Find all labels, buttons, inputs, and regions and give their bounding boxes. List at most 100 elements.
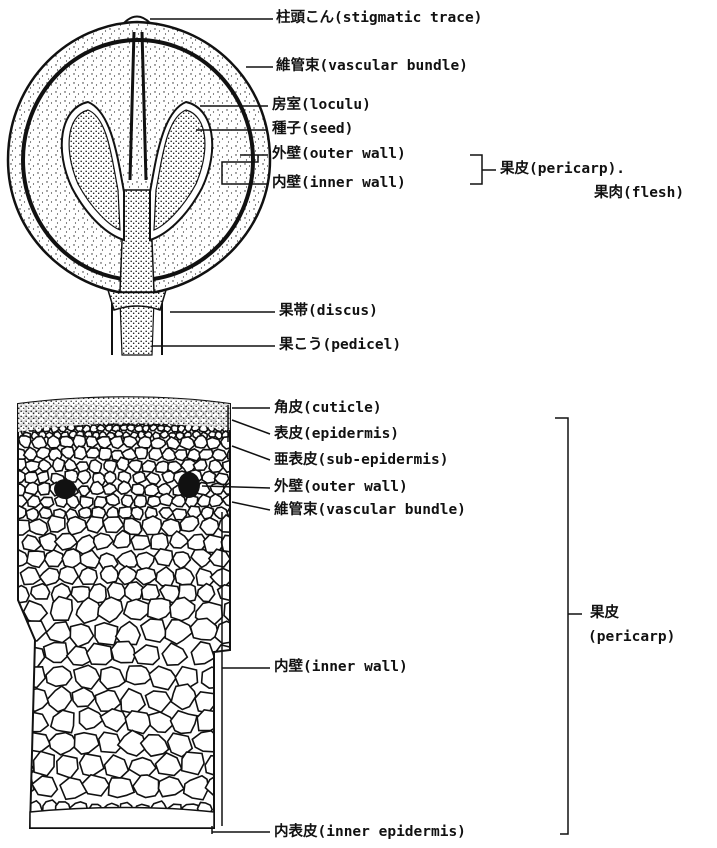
tissue-cell [89,460,101,473]
tissue-cell [25,712,49,732]
tissue-cells [6,403,249,831]
tissue-cell [36,447,50,459]
tissue-cell [118,481,132,494]
fruit-longitudinal-section [8,17,270,356]
tissue-cell [26,461,40,472]
tissue-cell [136,552,154,569]
label-pericarp-top: 果皮(pericarp). [500,162,625,177]
label-inner-epidermis: 内表皮(inner epidermis) [274,825,466,840]
tissue-cell [32,776,57,797]
tissue-cell [22,535,41,551]
tissue-cell [60,778,87,800]
tissue-cell [110,436,124,448]
tissue-cell [162,643,187,665]
tissue-cell [74,665,100,689]
tissue-cell [141,619,167,642]
tissue-cell [131,535,150,549]
label-seed: 種子(seed) [272,122,353,137]
tissue-cell [101,709,128,732]
tissue-cell [154,549,172,566]
tissue-cell [40,568,61,586]
tissue-cell [109,778,135,798]
tissue-cell [205,756,228,777]
tissue-cell [44,643,68,663]
tissue-cell [171,711,198,734]
tissue-cell [80,754,104,776]
tissue-cell [205,774,231,797]
tissue-cell [77,470,90,484]
tissue-cell [51,710,74,733]
tissue-cell [221,535,241,552]
vascular-bundle-right [178,472,200,498]
label-outer-wall: 外壁(outer wall) [272,147,406,162]
tissue-cell [79,507,92,518]
tissue-cell [29,519,48,535]
tissue-cell [158,483,172,495]
tissue-cell [86,517,103,533]
tissue-cell [75,446,87,460]
tissue-cell [214,645,242,668]
tissue-cell [70,624,93,647]
tissue-cell [207,438,221,450]
label-inner-wall: 内壁(inner wall) [272,176,406,191]
tissue-cell [148,599,171,620]
tissue-cell [128,460,142,472]
tissue-cell [171,684,196,709]
label-vascular-bundle-bottom: 維管束(vascular bundle) [274,503,466,518]
tissue-cell [104,471,116,483]
tissue-cell [103,483,117,494]
tissue-cell [215,621,243,643]
label-epidermis: 表皮(epidermis) [274,427,399,442]
tissue-cell [117,551,138,568]
tissue-cell [96,437,111,449]
tissue-cell [6,756,34,779]
tissue-cell [67,517,86,535]
tissue-cell [38,483,50,495]
tissue-cell [125,582,143,601]
tissue-cell [37,471,49,483]
tissue-cell [124,599,150,620]
tissue-cell [80,497,93,509]
tissue-cell [192,731,220,752]
tissue-cell [200,518,219,535]
tissue-cell [159,494,173,506]
tissue-cell [57,755,78,778]
tissue-cell [218,585,237,600]
tissue-cell [159,777,184,797]
tissue-cell [146,691,172,712]
central-column [120,190,154,292]
tissue-cell [55,533,77,550]
tissue-cell [141,735,169,757]
tissue-cell [13,459,26,470]
tissue-cell [12,586,29,604]
tissue-cell [78,486,90,496]
tissue-cell [20,567,40,584]
tissue-cell [47,686,71,712]
tissue-cell [72,688,95,707]
tissue-cell [214,801,227,815]
tissue-cell [25,482,39,494]
tissue-cell [175,568,194,585]
label-vascular-bundle: 維管束(vascular bundle) [276,59,468,74]
label-stigmatic-trace: 柱頭こん(stigmatic trace) [276,11,482,26]
tissue-cell [165,620,192,644]
tissue-cell [24,732,51,752]
tissue-cell [182,752,204,775]
tissue-cell [38,459,51,471]
tissue-cell [99,448,112,460]
tissue-cell [156,567,174,586]
tissue-cell [230,425,238,432]
tissue-cell [31,584,50,599]
tissue-cell [94,533,114,549]
tissue-cell [209,460,223,473]
tissue-cell [122,495,134,508]
tissue-cell [105,425,112,432]
tissue-cell [174,450,187,461]
label-outer-wall-bottom: 外壁(outer wall) [274,480,408,495]
tissue-cell [197,710,221,731]
tissue-cell [210,483,224,494]
tissue-cell [228,800,243,815]
label-loculus: 房室(loculu) [272,98,371,113]
label-pericarp-bottom-cjk: 果皮 [590,606,619,621]
